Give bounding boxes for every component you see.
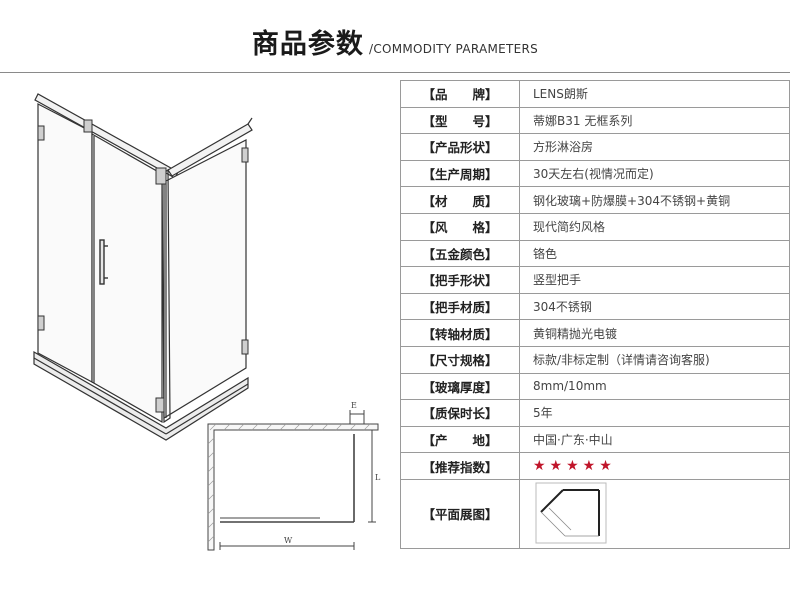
- table-row: 【质保时长】 5年: [400, 399, 790, 427]
- param-key-material: 【材 质】: [400, 186, 520, 214]
- param-value-size: 标款/非标定制（详情请咨询客服): [519, 345, 790, 374]
- param-value-brand: LENS朗斯: [519, 80, 790, 108]
- param-value-handle-material: 304不锈钢: [519, 292, 790, 321]
- param-key-warranty: 【质保时长】: [400, 399, 520, 427]
- param-value-production-cycle: 30天左右(视情况而定): [519, 159, 790, 188]
- table-row: 【产 地】 中国·广东·中山: [400, 425, 790, 454]
- table-row: 【平面展图】: [400, 478, 790, 549]
- table-row: 【型 号】 蒂娜B31 无框系列: [400, 106, 790, 135]
- param-key-floor-plan: 【平面展图】: [400, 478, 520, 549]
- param-value-shape: 方形淋浴房: [519, 133, 790, 161]
- param-key-rating: 【推荐指数】: [400, 452, 520, 480]
- param-key-handle-shape: 【把手形状】: [400, 266, 520, 294]
- param-value-hardware-color: 铬色: [519, 239, 790, 268]
- header-divider: [0, 72, 790, 73]
- dimension-e-label: E: [351, 401, 357, 410]
- page-title: 商品参数: [251, 29, 364, 60]
- param-key-brand: 【品 牌】: [400, 80, 520, 108]
- param-value-warranty: 5年: [519, 399, 790, 427]
- param-key-hinge-material: 【转轴材质】: [400, 319, 520, 347]
- param-value-glass-thickness: 8mm/10mm: [519, 372, 790, 401]
- table-row: 【生产周期】 30天左右(视情况而定): [400, 159, 790, 188]
- param-key-hardware-color: 【五金颜色】: [400, 239, 520, 268]
- table-row: 【产品形状】 方形淋浴房: [400, 133, 790, 161]
- table-row: 【把手材质】 304不锈钢: [400, 292, 790, 321]
- param-key-production-cycle: 【生产周期】: [400, 159, 520, 188]
- param-key-style: 【风 格】: [400, 212, 520, 241]
- param-value-origin: 中国·广东·中山: [519, 425, 790, 454]
- table-row: 【品 牌】 LENS朗斯: [400, 80, 790, 108]
- parameters-table: 【品 牌】 LENS朗斯 【型 号】 蒂娜B31 无框系列 【产品形状】 方形淋…: [400, 80, 790, 549]
- param-value-model: 蒂娜B31 无框系列: [519, 106, 790, 135]
- param-value-material: 钢化玻璃+防爆膜+304不锈钢+黄铜: [519, 186, 790, 214]
- param-value-hinge-material: 黄铜精抛光电镀: [519, 319, 790, 347]
- param-key-shape: 【产品形状】: [400, 133, 520, 161]
- floor-plan: [207, 410, 379, 551]
- table-row: 【材 质】 钢化玻璃+防爆膜+304不锈钢+黄铜: [400, 186, 790, 214]
- table-row: 【尺寸规格】 标款/非标定制（详情请咨询客服): [400, 345, 790, 374]
- rating-stars: ★★★★★: [533, 458, 616, 475]
- page-subtitle: /COMMODITY PARAMETERS: [368, 42, 539, 56]
- floor-plan-thumbnail: [535, 482, 607, 544]
- param-key-origin: 【产 地】: [400, 425, 520, 454]
- param-value-handle-shape: 竖型把手: [519, 266, 790, 294]
- param-key-size: 【尺寸规格】: [400, 345, 520, 374]
- parameters-table-wrap: 【品 牌】 LENS朗斯 【型 号】 蒂娜B31 无框系列 【产品形状】 方形淋…: [400, 80, 790, 549]
- shower-enclosure-drawing: E L W: [33, 93, 381, 551]
- param-key-glass-thickness: 【玻璃厚度】: [400, 372, 520, 401]
- page-header: 商品参数 /COMMODITY PARAMETERS: [0, 22, 790, 61]
- table-row: 【把手形状】 竖型把手: [400, 266, 790, 294]
- product-illustration: E L W: [20, 78, 400, 578]
- dimension-w-label: W: [284, 536, 293, 545]
- table-row: 【风 格】 现代简约风格: [400, 212, 790, 241]
- table-row: 【转轴材质】 黄铜精抛光电镀: [400, 319, 790, 347]
- dimension-l-label: L: [375, 473, 381, 482]
- table-row: 【五金颜色】 铬色: [400, 239, 790, 268]
- param-value-style: 现代简约风格: [519, 212, 790, 241]
- param-key-handle-material: 【把手材质】: [400, 292, 520, 321]
- table-row: 【玻璃厚度】 8mm/10mm: [400, 372, 790, 401]
- table-row: 【推荐指数】 ★★★★★: [400, 452, 790, 480]
- param-key-model: 【型 号】: [400, 106, 520, 135]
